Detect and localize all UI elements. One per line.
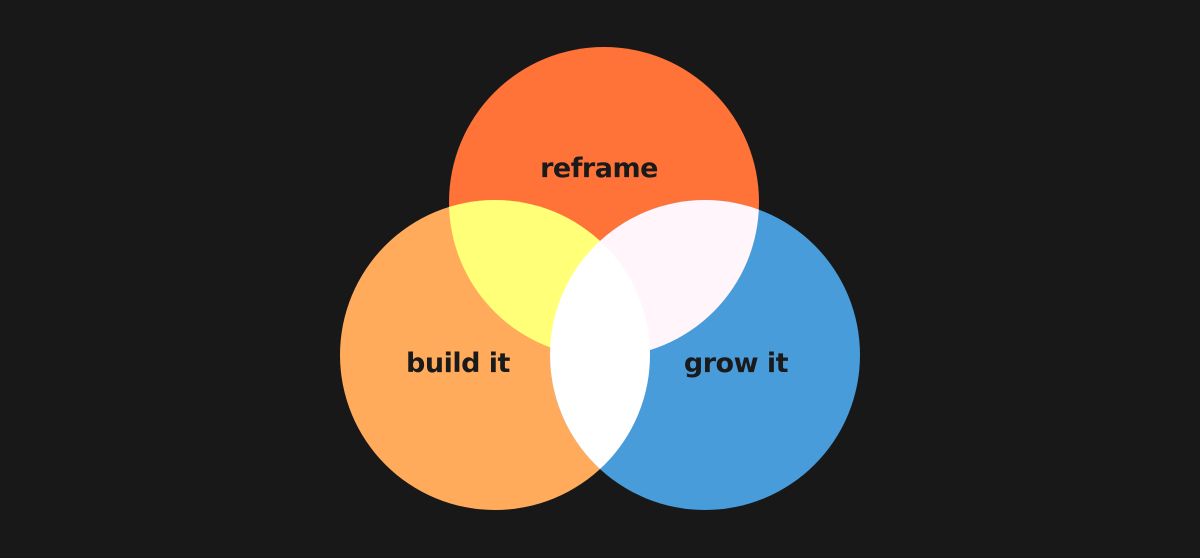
label-build-it: build it — [406, 348, 511, 379]
label-grow-it: grow it — [684, 348, 789, 379]
overlap-build-grow — [550, 200, 650, 510]
label-reframe: reframe — [540, 153, 658, 184]
